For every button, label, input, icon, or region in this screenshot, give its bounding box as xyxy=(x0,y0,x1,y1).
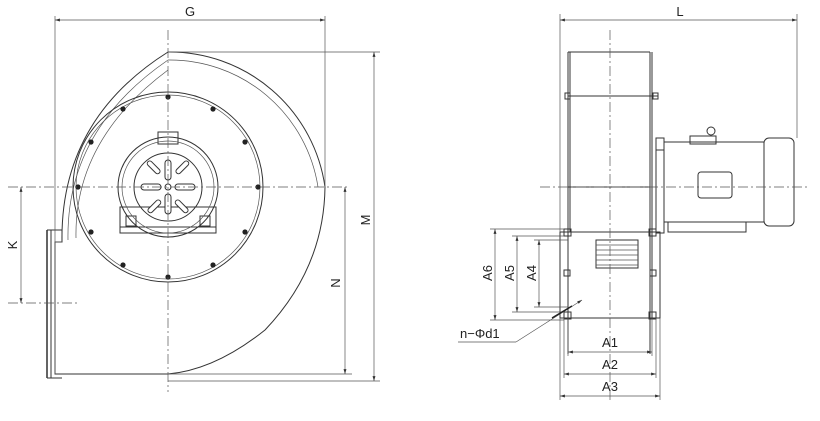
dimension-A6: A6 xyxy=(480,228,564,321)
side-view: L A6 A5 A4 A1 xyxy=(458,4,810,400)
label-A3: A3 xyxy=(602,379,618,394)
label-holes: n−Φd1 xyxy=(460,326,500,341)
label-K: K xyxy=(5,240,20,249)
label-L: L xyxy=(676,4,683,19)
label-A2: A2 xyxy=(602,357,618,372)
volute-housing xyxy=(54,51,326,375)
dimension-A5: A5 xyxy=(502,235,564,313)
dimension-A1: A1 xyxy=(567,318,653,356)
dimension-M: M xyxy=(168,51,380,382)
outlet-flange xyxy=(46,229,63,379)
label-M: M xyxy=(358,215,373,226)
label-A4: A4 xyxy=(524,265,539,281)
dimension-N: N xyxy=(168,187,352,375)
label-A1: A1 xyxy=(602,335,618,350)
bolt-holes xyxy=(75,94,261,280)
label-A5: A5 xyxy=(502,265,517,281)
dimension-G: G xyxy=(54,4,326,374)
front-view: G M N K xyxy=(5,4,380,392)
dimension-A4: A4 xyxy=(524,239,568,308)
dimension-L: L xyxy=(559,4,798,232)
label-A6: A6 xyxy=(480,265,495,281)
dimension-A2: A2 xyxy=(563,318,657,378)
motor-side-view xyxy=(655,126,795,234)
dimension-A3: A3 xyxy=(559,318,661,400)
hole-leader: n−Φd1 xyxy=(458,299,583,343)
dimension-K: K xyxy=(5,187,23,303)
label-N: N xyxy=(328,278,343,287)
label-G: G xyxy=(185,4,195,19)
